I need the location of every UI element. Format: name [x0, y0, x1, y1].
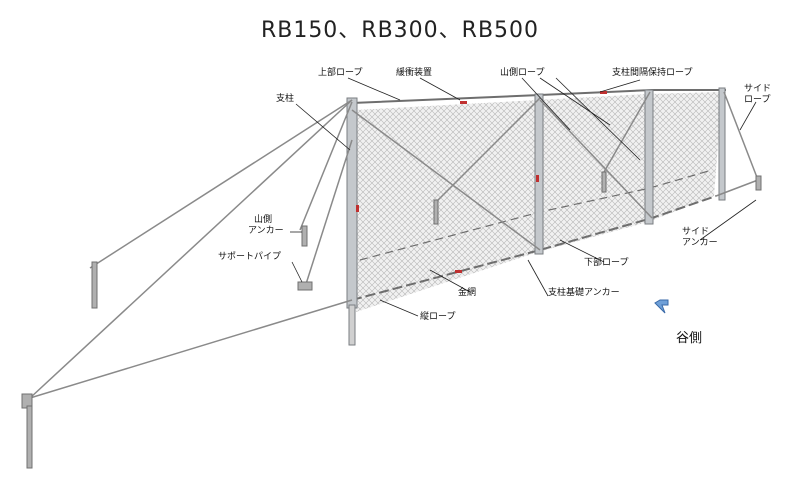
post-4 [718, 87, 726, 201]
post-3 [644, 89, 654, 225]
label-valley-side: 谷側 [676, 331, 703, 346]
label-vertical-rope: 縦ロープ [420, 312, 456, 322]
post-2 [534, 93, 544, 255]
label-side-rope-1: サイド [744, 84, 772, 94]
label-side-rope-2: ロープ [744, 95, 771, 105]
label-support-pipe: サポートパイプ [218, 252, 282, 262]
valley-arrow-icon [654, 299, 669, 314]
leader-lines [290, 77, 757, 317]
label-side-anchor-2: アンカー [682, 238, 718, 248]
label-mountain-anchor-1: 山側 [254, 215, 273, 225]
label-post: 支柱 [276, 94, 295, 104]
diagram-title: RB150、RB300、RB500 [260, 18, 540, 43]
label-wire-net: 金網 [458, 288, 477, 298]
posts [346, 87, 726, 346]
anchors [21, 171, 762, 469]
label-top-rope: 上部ロープ [318, 68, 363, 78]
label-mountain-rope: 山側ロープ [500, 68, 545, 78]
label-post-base-anchor: 支柱基礎アンカー [548, 288, 620, 298]
label-bottom-rope: 下部ロープ [584, 258, 629, 268]
top-rope-line [351, 89, 726, 301]
label-spacer-rope: 支柱間隔保持ロープ [612, 68, 693, 78]
brake-markers [356, 91, 607, 273]
guy-ropes [29, 91, 759, 399]
label-mountain-anchor-2: アンカー [248, 226, 284, 236]
label-side-anchor-1: サイド [682, 227, 710, 237]
label-brake-device: 緩衝装置 [396, 68, 433, 78]
post-main [346, 97, 358, 309]
wire-net [356, 92, 722, 312]
